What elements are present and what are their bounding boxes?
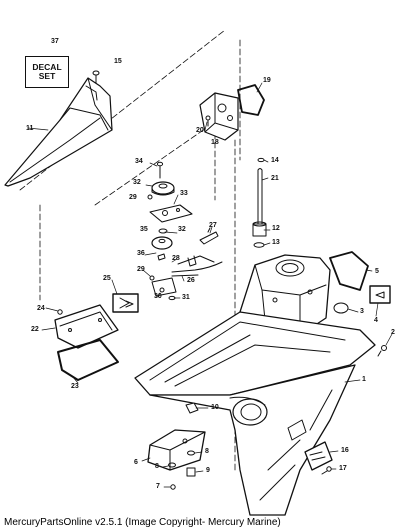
screw-part-29-lower <box>149 275 155 281</box>
fitting-part-28 <box>177 255 215 267</box>
screw-part-20 <box>205 115 211 127</box>
impeller-part-32-lower <box>151 236 173 250</box>
callout-7: 7 <box>156 483 160 490</box>
callout-16: 16 <box>341 447 349 454</box>
callout-19: 19 <box>263 77 271 84</box>
screw-part-34 <box>156 161 164 179</box>
callout-34: 34 <box>135 158 143 165</box>
callout-18: 18 <box>211 139 219 146</box>
plate-part-33 <box>149 204 193 223</box>
clamp-part-27 <box>199 227 219 245</box>
fairing-cover-part-11 <box>4 77 113 187</box>
callout-6: 6 <box>134 459 138 466</box>
callout-20: 20 <box>196 127 204 134</box>
screw-part-24 <box>57 309 63 315</box>
callout-26: 26 <box>187 277 195 284</box>
callout-37: 37 <box>51 38 59 45</box>
o-ring-part-3 <box>333 302 349 314</box>
bushing-part-12 <box>252 221 267 237</box>
o-ring-part-35 <box>158 228 168 234</box>
decal-box-line-1: DECAL <box>32 62 62 72</box>
washer-part-14 <box>257 157 265 163</box>
callout-31: 31 <box>182 294 190 301</box>
callout-28: 28 <box>172 255 180 262</box>
key-part-36 <box>157 253 166 261</box>
washer-part-8-right <box>187 450 195 456</box>
gasket-part-5 <box>329 251 369 291</box>
speedometer-fitting-part-25 <box>112 293 139 313</box>
callout-4: 4 <box>374 317 378 324</box>
nut-part-10 <box>185 402 199 414</box>
anode-part-6 <box>147 429 206 471</box>
gasket-part-19 <box>237 84 265 116</box>
callout-1: 1 <box>362 376 366 383</box>
screw-part-29-upper <box>147 194 153 200</box>
callout-33: 33 <box>180 190 188 197</box>
callout-14: 14 <box>271 157 279 164</box>
side-cover-part-22 <box>54 304 119 349</box>
callout-15: 15 <box>114 58 122 65</box>
screw-part-17 <box>321 466 332 475</box>
callout-8-left: 8 <box>155 463 159 470</box>
impeller-housing-part-32 <box>151 181 175 196</box>
callout-8-right: 8 <box>205 448 209 455</box>
callout-30: 30 <box>154 293 162 300</box>
callout-35: 35 <box>140 226 148 233</box>
callout-27: 27 <box>209 222 217 229</box>
callout-3: 3 <box>360 308 364 315</box>
callout-13: 13 <box>272 239 280 246</box>
callout-9: 9 <box>206 467 210 474</box>
callout-21: 21 <box>271 175 279 182</box>
callout-25: 25 <box>103 275 111 282</box>
callout-32-lower: 32 <box>178 226 186 233</box>
callout-17: 17 <box>339 465 347 472</box>
water-fitting-part-4 <box>369 285 391 304</box>
callout-2: 2 <box>391 329 395 336</box>
callout-23: 23 <box>71 383 79 390</box>
callout-32-upper: 32 <box>133 179 141 186</box>
callout-29-upper: 29 <box>129 194 137 201</box>
washer-part-8-left <box>168 462 176 468</box>
cable-part-26 <box>171 261 223 277</box>
decal-box-line-2: SET <box>38 71 56 81</box>
cover-part-16 <box>304 441 333 471</box>
callout-10: 10 <box>211 404 219 411</box>
screw-part-7 <box>170 484 176 490</box>
shift-rod-part-21 <box>257 168 263 226</box>
callout-5: 5 <box>375 268 379 275</box>
gear-housing-part-1 <box>134 254 376 516</box>
callout-12: 12 <box>272 225 280 232</box>
bracket-part-30 <box>151 277 177 297</box>
o-ring-part-13 <box>253 242 265 248</box>
callout-36: 36 <box>137 250 145 257</box>
gasket-part-23 <box>57 339 119 381</box>
screw-part-2 <box>377 345 387 357</box>
nut-part-9 <box>186 467 196 477</box>
callout-29-lower: 29 <box>137 266 145 273</box>
copyright-caption: MercuryPartsOnline v2.5.1 (Image Copyrig… <box>4 517 281 528</box>
screw-part-15 <box>92 70 100 84</box>
pump-housing-part-18 <box>199 92 239 141</box>
callout-24: 24 <box>37 305 45 312</box>
callout-11: 11 <box>26 125 34 132</box>
callout-22: 22 <box>31 326 39 333</box>
decal-set-box: DECAL SET <box>25 56 69 88</box>
leader-lines <box>27 82 393 488</box>
